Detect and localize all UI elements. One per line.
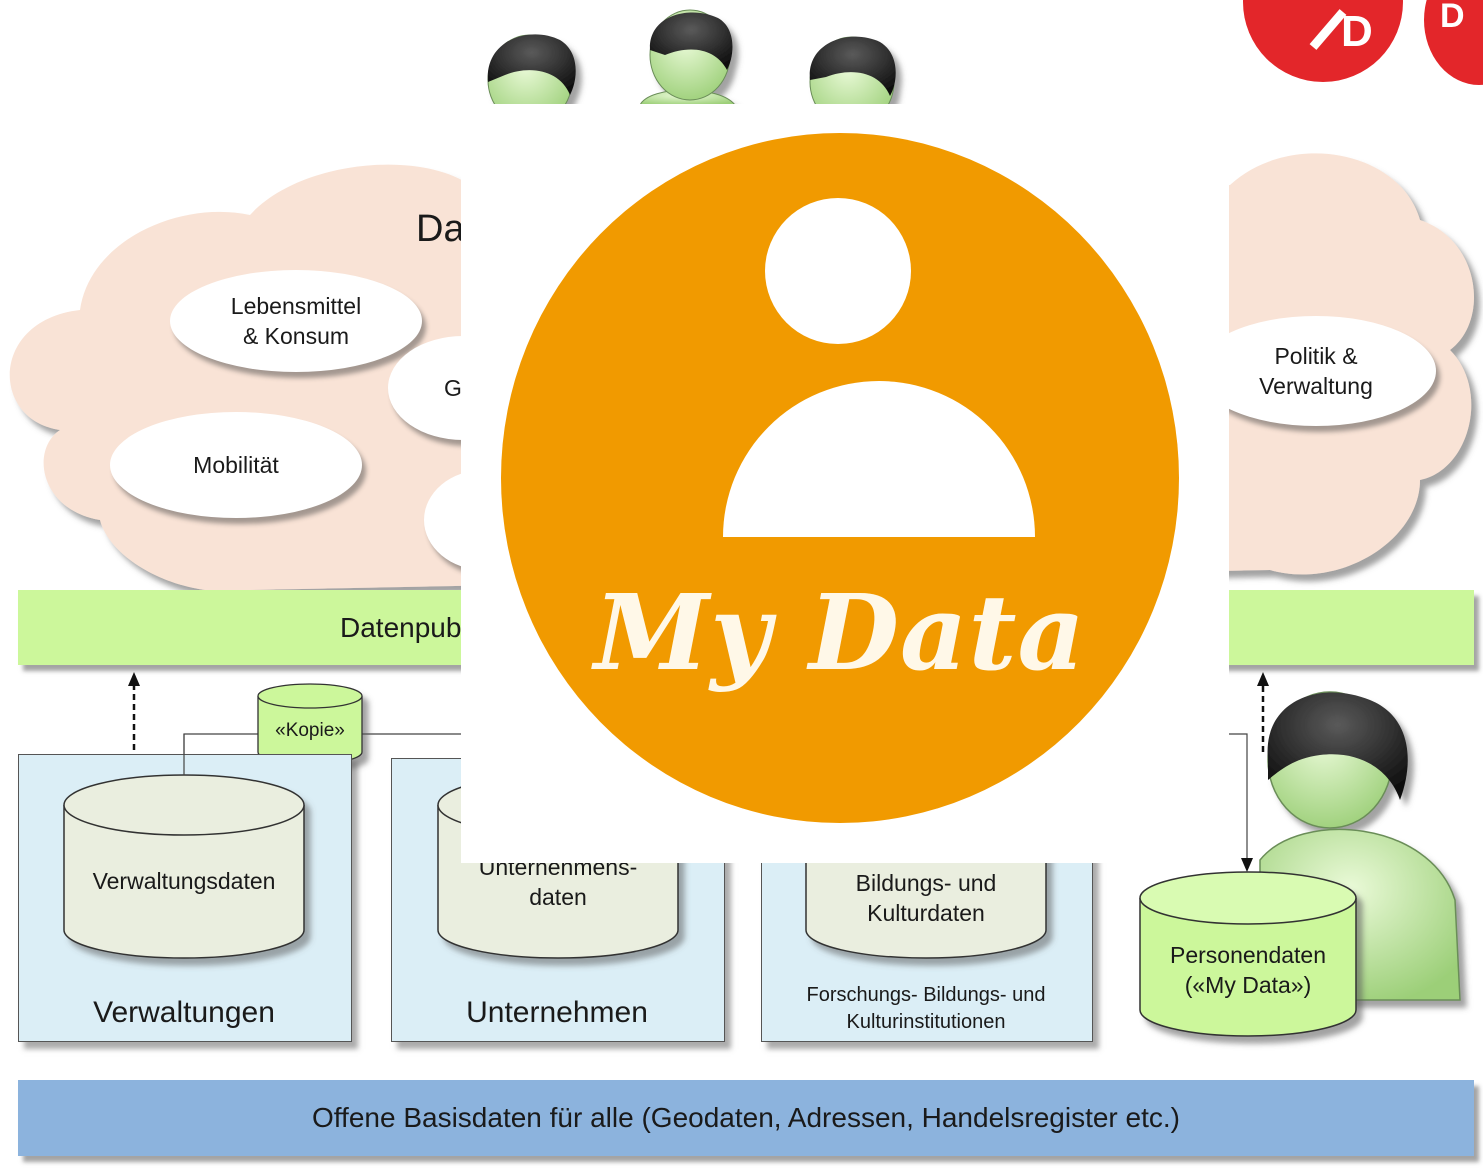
personendaten-label: Personendaten («My Data»): [1169, 942, 1326, 998]
svg-text:D: D: [1440, 0, 1465, 35]
verwaltungen-label: Verwaltungen: [93, 996, 275, 1029]
logo-badge-2: D: [1424, 0, 1483, 85]
cloud-title: Da: [416, 208, 465, 250]
mydata-overlay: My Data: [461, 104, 1229, 863]
svg-text:D: D: [1341, 7, 1373, 56]
person-top-2: [639, 9, 737, 106]
publication-bar-label: Datenpubl: [340, 611, 468, 643]
user-head-icon: [765, 198, 911, 344]
cylinder-verwaltungsdaten-front: [63, 774, 305, 959]
d-logo-icon: D: [1440, 0, 1465, 35]
mydata-logo: My Data: [501, 133, 1179, 823]
arrowhead-down: [1241, 858, 1253, 872]
arrowhead-left: [128, 672, 140, 686]
cylinder-personendaten: [1139, 871, 1357, 1037]
topic-label: Mobilität: [193, 452, 279, 478]
kopie-label: «Kopie»: [275, 720, 345, 741]
percent-d-logo-icon: D: [1309, 7, 1373, 56]
cylinder-kopie: [257, 683, 363, 765]
topic-lebensmittel-konsum: Lebensmittel & Konsum: [170, 270, 422, 372]
base-data-bar: Offene Basisdaten für alle (Geodaten, Ad…: [18, 1080, 1474, 1156]
verwaltungsdaten-label: Verwaltungsdaten: [92, 868, 276, 894]
topic-label: Lebensmittel & Konsum: [230, 293, 362, 349]
topic-label: G: [444, 375, 462, 401]
topic-label: Politik & Verwaltung: [1259, 343, 1373, 399]
logo-badge-1: D: [1243, 0, 1403, 82]
unternehmen-label: Unternehmen: [466, 996, 648, 1029]
topic-politik-verwaltung: Politik & Verwaltung: [1196, 316, 1436, 426]
mydata-title: My Data: [594, 571, 1086, 694]
user-body-icon: [723, 381, 1035, 537]
institutionen-label: Forschungs- Bildungs- und Kulturinstitut…: [806, 984, 1046, 1033]
topic-mobilitaet: Mobilität: [110, 412, 362, 518]
base-data-bar-label: Offene Basisdaten für alle (Geodaten, Ad…: [312, 1102, 1180, 1133]
arrowhead-right: [1257, 672, 1269, 686]
kulturdaten-label: Bildungs- und Kulturdaten: [855, 870, 997, 926]
